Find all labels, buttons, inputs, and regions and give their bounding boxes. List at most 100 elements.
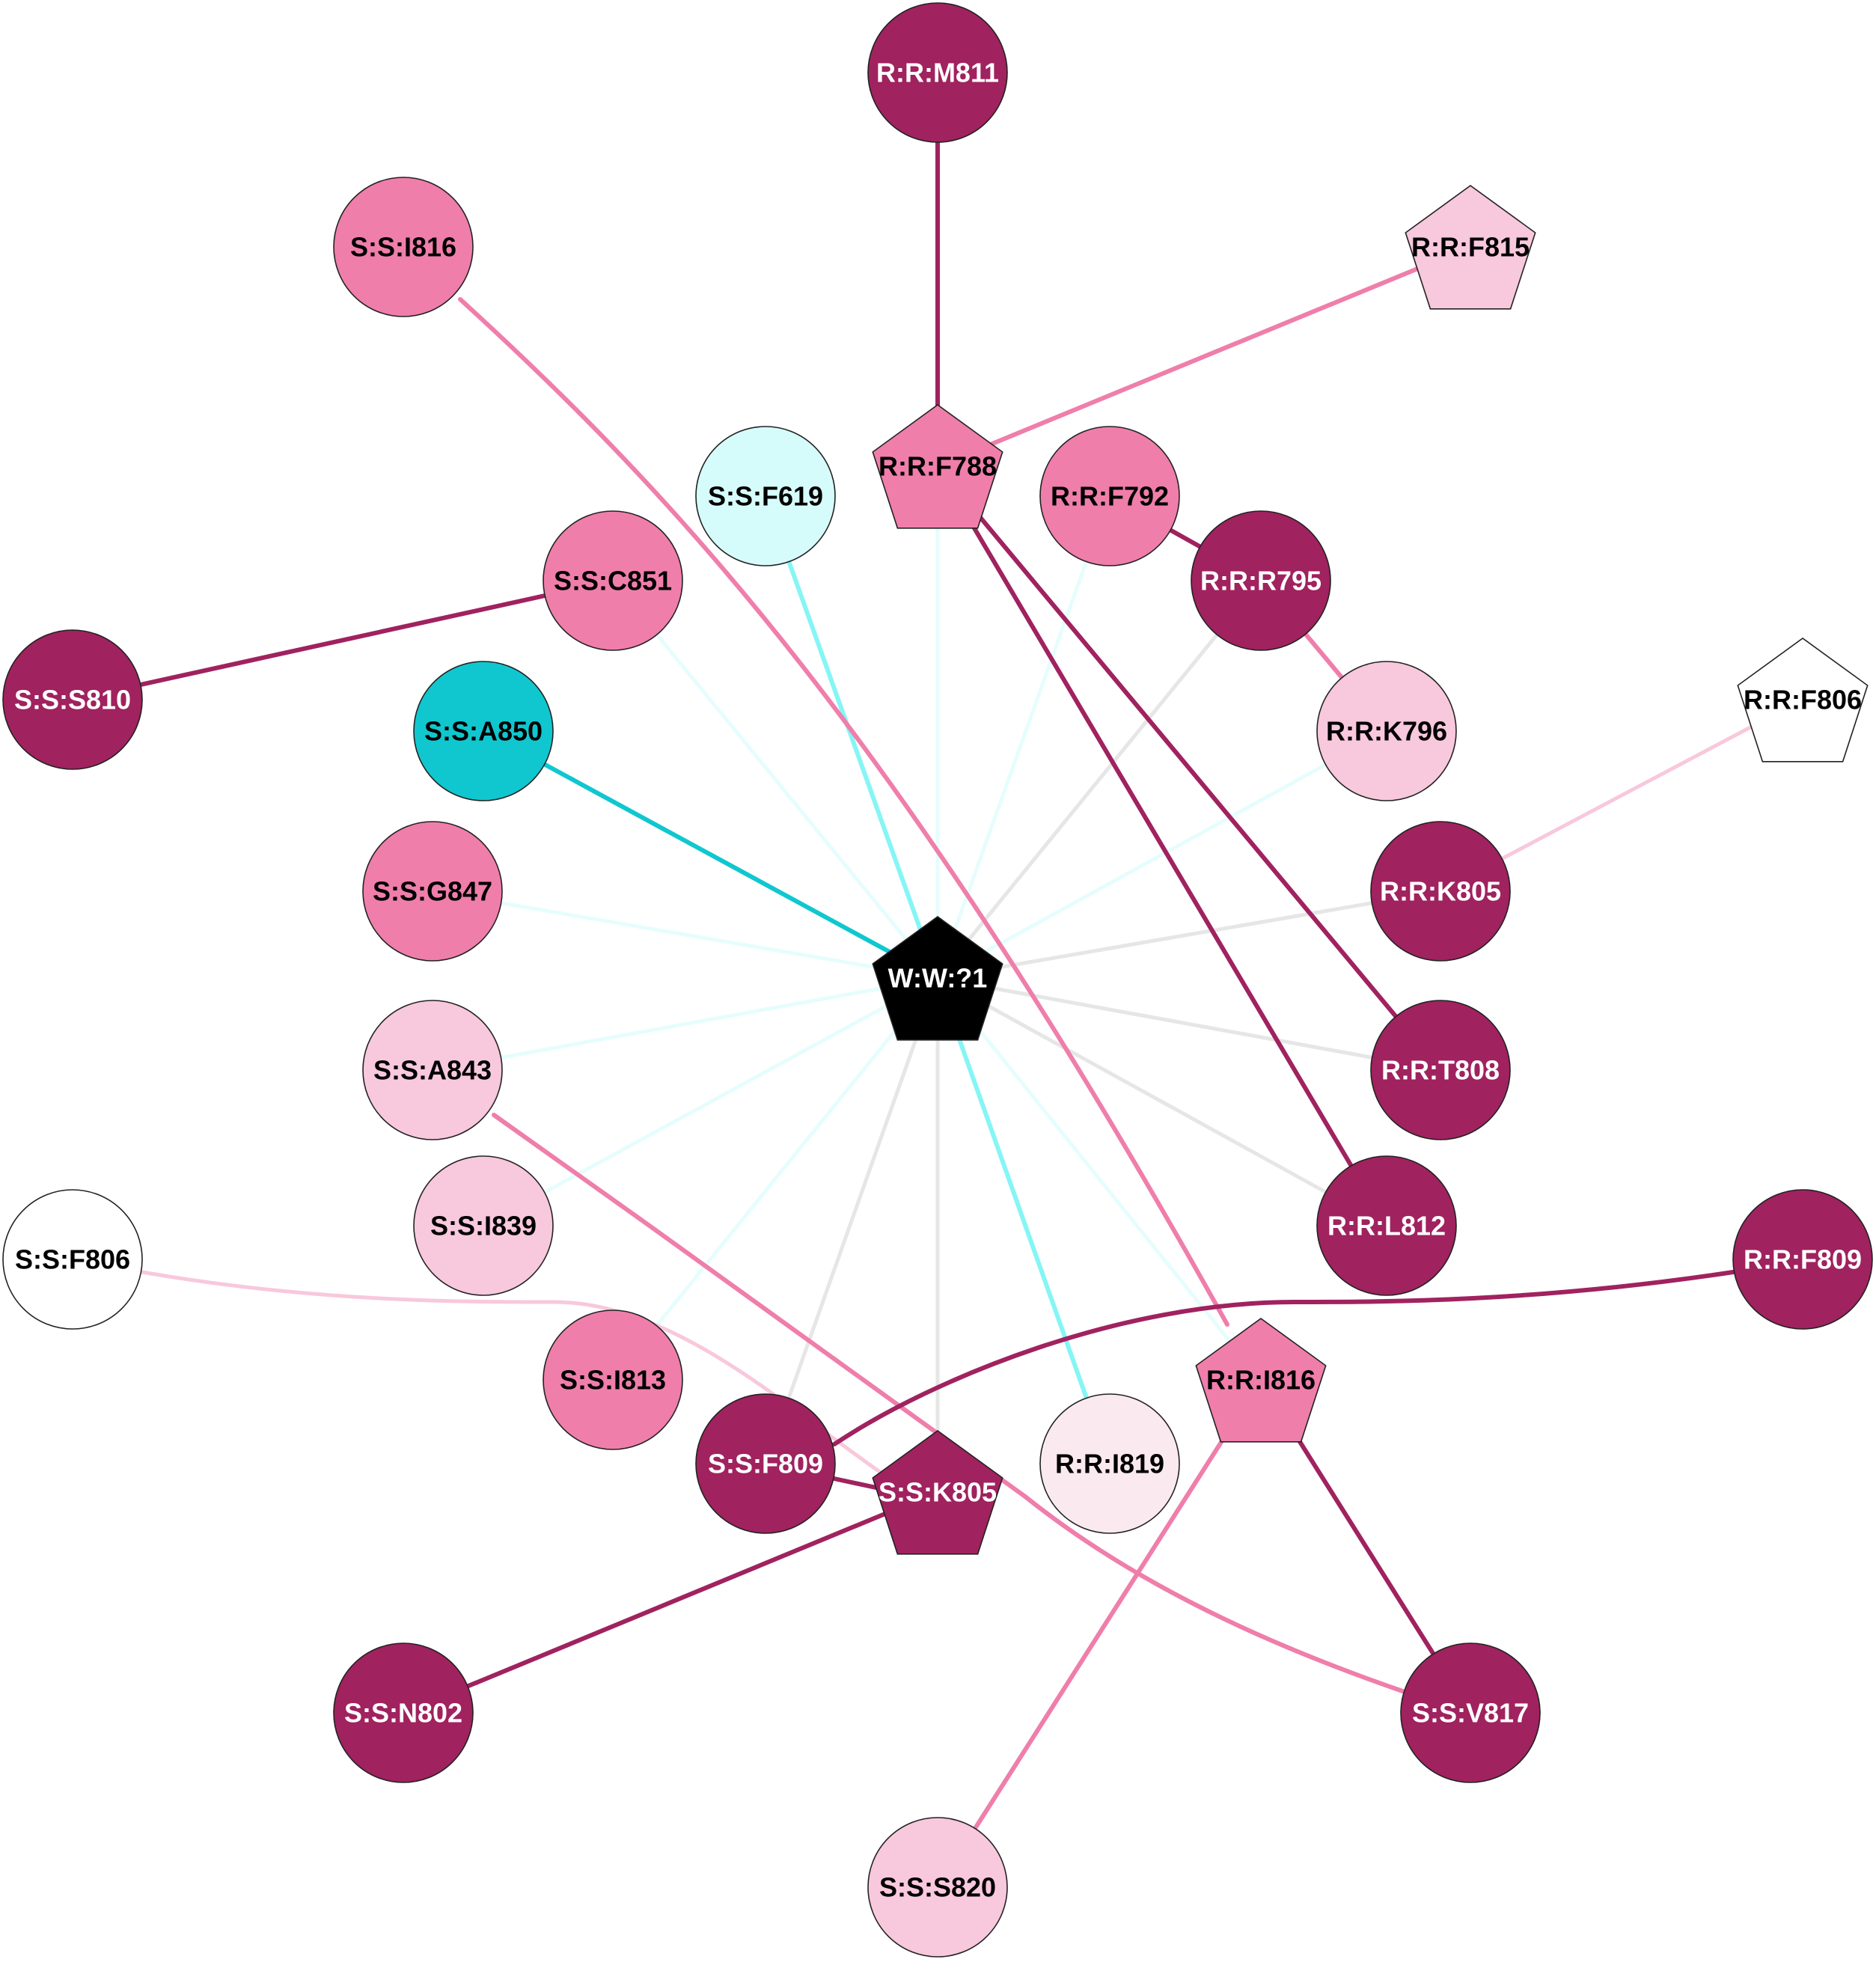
node-label: S:S:G847: [373, 876, 492, 907]
edge-r-r-f809-to-s-s-f809: [832, 1270, 1735, 1446]
node-r-r-m811[interactable]: R:R:M811: [867, 2, 1008, 143]
node-circle: [2, 629, 143, 770]
node-pentagon: [872, 916, 1003, 1041]
node-label: S:S:I816: [350, 232, 456, 263]
node-label: S:S:S820: [879, 1872, 996, 1903]
node-pentagon: [1737, 638, 1869, 763]
node-s-s-s810[interactable]: S:S:S810: [2, 629, 143, 770]
node-label: R:R:F809: [1744, 1244, 1862, 1275]
node-circle: [333, 1642, 474, 1783]
node-s-s-f806[interactable]: S:S:F806: [2, 1189, 143, 1330]
edge-w-w-1-to-s-s-c851: [611, 578, 940, 980]
edge-s-s-s810-to-s-s-c851: [70, 578, 615, 702]
node-label: S:S:A843: [373, 1055, 492, 1086]
node-r-r-f815[interactable]: R:R:F815: [1405, 185, 1536, 310]
node-r-r-r795[interactable]: R:R:R795: [1191, 510, 1331, 651]
node-label: R:R:I816: [1206, 1365, 1316, 1396]
node-s-s-i839[interactable]: S:S:I839: [413, 1155, 554, 1296]
node-r-r-t808[interactable]: R:R:T808: [1370, 1000, 1511, 1140]
node-r-r-k805[interactable]: R:R:K805: [1370, 821, 1511, 962]
node-s-s-f809[interactable]: S:S:F809: [695, 1393, 836, 1534]
node-circle: [867, 2, 1008, 143]
node-label: R:R:R795: [1200, 566, 1322, 596]
node-label: S:S:I813: [560, 1365, 666, 1396]
node-label: W:W:?1: [888, 963, 988, 994]
node-circle: [362, 821, 503, 962]
node-r-r-f806[interactable]: R:R:F806: [1737, 638, 1869, 763]
edge-w-w-1-to-s-s-i813: [611, 976, 940, 1382]
node-r-r-i819[interactable]: R:R:I819: [1039, 1393, 1180, 1534]
node-circle: [543, 1310, 683, 1450]
node-circle: [362, 1000, 503, 1140]
node-label: R:R:L812: [1327, 1211, 1446, 1241]
edge-w-w-1-to-s-s-f619: [763, 494, 940, 980]
node-s-s-c851[interactable]: S:S:C851: [543, 510, 683, 651]
node-circle: [1316, 1155, 1457, 1296]
edge-w-w-1-to-r-r-l812: [935, 976, 1389, 1228]
node-s-s-k805[interactable]: S:S:K805: [872, 1430, 1003, 1555]
node-r-r-k796[interactable]: R:R:K796: [1316, 661, 1457, 801]
node-r-r-f809[interactable]: R:R:F809: [1732, 1189, 1873, 1330]
node-circle: [333, 177, 474, 317]
node-circle: [413, 1155, 554, 1296]
edge-w-w-1-to-r-r-i816: [935, 976, 1263, 1382]
node-label: R:R:F788: [879, 451, 997, 482]
node-r-r-f792[interactable]: R:R:F792: [1039, 426, 1180, 566]
edge-s-s-i816-to-r-r-i816: [458, 297, 1229, 1327]
node-s-s-f619[interactable]: S:S:F619: [695, 426, 836, 566]
edge-r-r-f788-to-r-r-t808: [935, 464, 1443, 1072]
node-label: S:S:V817: [1412, 1698, 1529, 1729]
node-s-s-v817[interactable]: S:S:V817: [1400, 1642, 1541, 1783]
node-s-s-i813[interactable]: S:S:I813: [543, 1310, 683, 1450]
node-s-s-s820[interactable]: S:S:S820: [867, 1817, 1008, 1958]
node-label: S:S:F806: [15, 1244, 130, 1275]
node-label: S:S:F619: [708, 481, 823, 512]
edge-w-w-1-to-r-r-r795: [935, 578, 1263, 980]
node-circle: [1191, 510, 1331, 651]
node-label: S:S:C851: [554, 566, 672, 596]
node-pentagon: [872, 404, 1003, 529]
node-label: S:S:I839: [430, 1211, 537, 1241]
edge-s-s-k805-to-s-s-n802: [401, 1490, 940, 1715]
node-s-s-g847[interactable]: S:S:G847: [362, 821, 503, 962]
node-label: R:R:F815: [1411, 232, 1530, 263]
node-circle: [695, 1393, 836, 1534]
node-circle: [695, 426, 836, 566]
node-label: R:R:F806: [1744, 685, 1862, 715]
node-label: S:S:A850: [424, 716, 543, 747]
node-s-s-i816[interactable]: S:S:I816: [333, 177, 474, 317]
node-circle: [1400, 1642, 1541, 1783]
node-label: S:S:N802: [344, 1698, 462, 1729]
node-pentagon: [872, 1430, 1003, 1555]
node-r-r-f788[interactable]: R:R:F788: [872, 404, 1003, 529]
node-label: S:S:K805: [879, 1477, 997, 1508]
node-label: R:R:I819: [1055, 1449, 1164, 1479]
node-s-s-a850[interactable]: S:S:A850: [413, 661, 554, 801]
node-label: R:R:K805: [1380, 876, 1501, 907]
edge-w-w-1-to-s-s-f809: [763, 976, 940, 1466]
node-circle: [2, 1189, 143, 1330]
edge-w-w-1-to-s-s-a843: [430, 976, 940, 1072]
node-label: S:S:S810: [14, 685, 131, 715]
node-label: R:R:K796: [1326, 716, 1447, 747]
edge-r-r-f815-to-r-r-f788: [935, 245, 1473, 468]
edge-r-r-f788-to-r-r-l812: [935, 464, 1389, 1228]
node-s-s-n802[interactable]: S:S:N802: [333, 1642, 474, 1783]
edge-w-w-1-to-s-s-a850: [481, 729, 940, 980]
edge-w-w-1-to-s-s-g847: [430, 889, 940, 980]
edge-w-w-1-to-s-s-i839: [481, 976, 940, 1228]
node-circle: [543, 510, 683, 651]
node-w-w-1[interactable]: W:W:?1: [872, 916, 1003, 1041]
edge-w-w-1-to-r-r-k796: [935, 729, 1389, 980]
node-r-r-i816[interactable]: R:R:I816: [1195, 1318, 1327, 1443]
node-s-s-a843[interactable]: S:S:A843: [362, 1000, 503, 1140]
edge-s-s-f809-to-s-s-k805: [828, 1476, 885, 1491]
node-circle: [1370, 821, 1511, 962]
node-pentagon: [1195, 1318, 1327, 1443]
node-label: R:R:M811: [876, 58, 999, 88]
node-r-r-l812[interactable]: R:R:L812: [1316, 1155, 1457, 1296]
node-circle: [1732, 1189, 1873, 1330]
edge-w-w-1-to-r-r-t808: [935, 976, 1443, 1072]
